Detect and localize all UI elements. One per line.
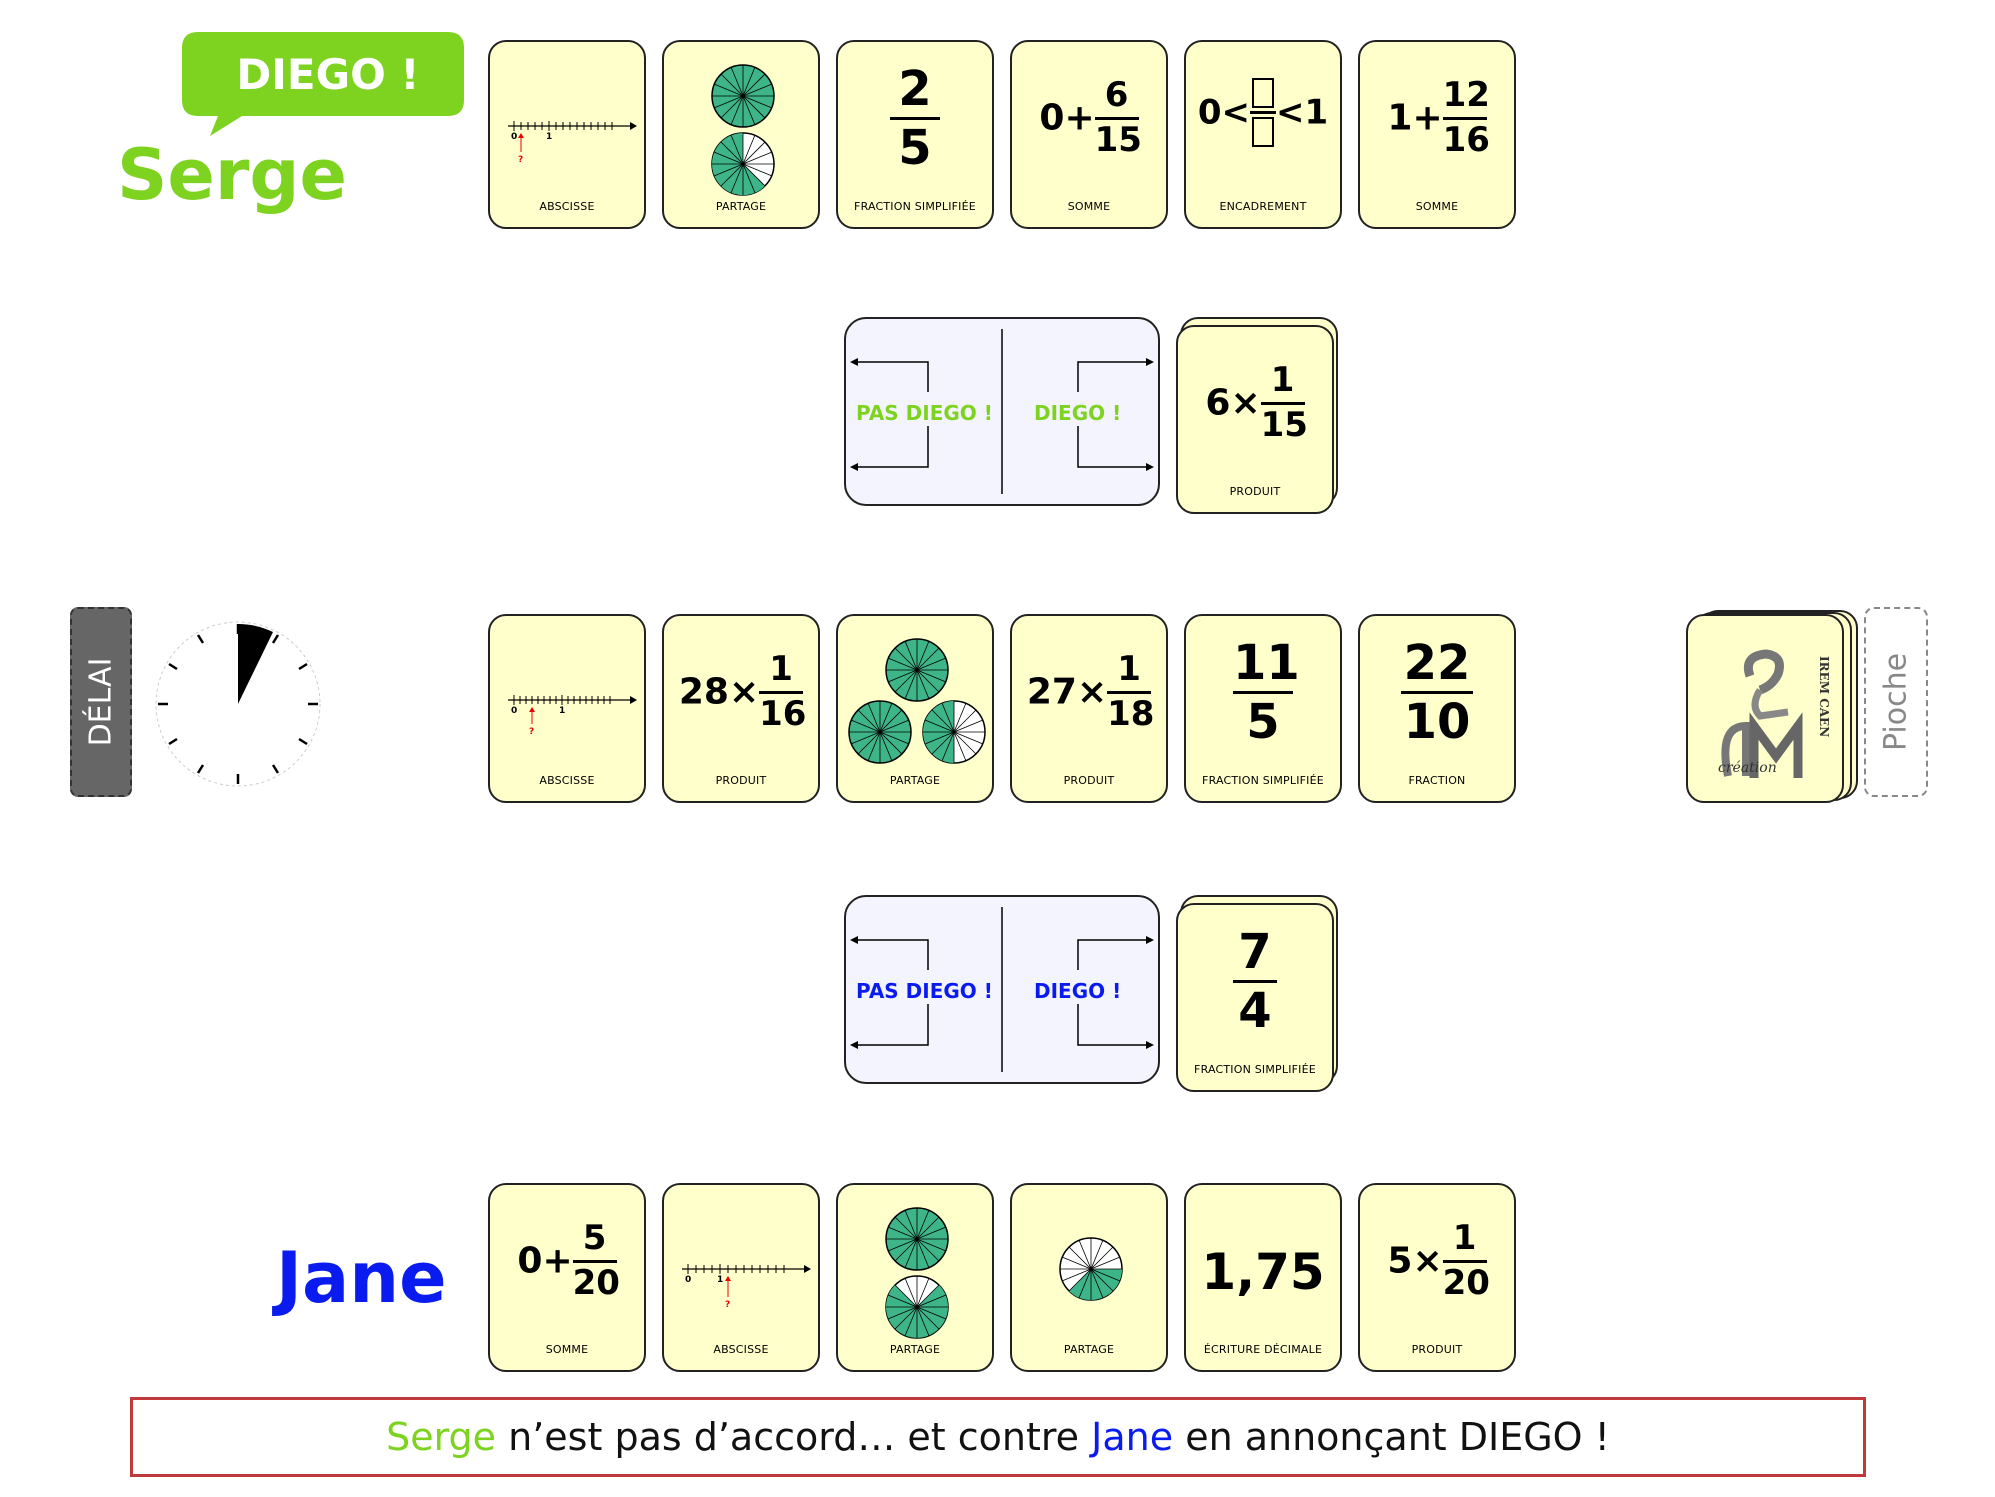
bubble-text: DIEGO ! bbox=[236, 50, 419, 99]
card-label: SOMME bbox=[1067, 200, 1111, 213]
card-label: PARTAGE bbox=[889, 774, 941, 787]
draw-pile[interactable]: création IREM CAEN bbox=[1686, 614, 1844, 803]
card-label: PRODUIT bbox=[1411, 1343, 1463, 1356]
bottom-choice-panel: PAS DIEGO ! DIEGO ! bbox=[844, 895, 1160, 1084]
pioche-button[interactable]: Pioche bbox=[1864, 607, 1928, 797]
card-label: PARTAGE bbox=[889, 1343, 941, 1356]
card-label: ENCADREMENT bbox=[1219, 200, 1307, 213]
card-abscisse[interactable]: 0 1 ? ABSCISSE bbox=[488, 40, 646, 229]
speech-bubble: DIEGO ! bbox=[182, 32, 464, 136]
status-message: Serge n’est pas d’accord… et contre Jane… bbox=[130, 1397, 1866, 1477]
svg-text:création: création bbox=[1718, 760, 1777, 776]
pie-diagram-icon bbox=[1059, 1237, 1123, 1301]
pie-diagram-icon bbox=[885, 1207, 949, 1339]
card-label: ABSCISSE bbox=[539, 774, 595, 787]
top-choice-panel: PAS DIEGO ! DIEGO ! bbox=[844, 317, 1160, 506]
card-label: FRACTION bbox=[1408, 774, 1466, 787]
svg-text:IREM CAEN: IREM CAEN bbox=[1817, 656, 1831, 737]
card-label: FRACTION SIMPLIFIÉE bbox=[854, 200, 976, 213]
card-ecriture-decimale[interactable]: 1,75 ÉCRITURE DÉCIMALE bbox=[1184, 1183, 1342, 1372]
card-partage[interactable]: PARTAGE bbox=[836, 1183, 994, 1372]
svg-text:1: 1 bbox=[717, 1275, 723, 1285]
card-label: PRODUIT bbox=[715, 774, 767, 787]
card-abscisse[interactable]: 0 1 ? ABSCISSE bbox=[488, 614, 646, 803]
expression: 0<<1 bbox=[1186, 78, 1340, 147]
diego-button[interactable]: DIEGO ! bbox=[1034, 979, 1122, 1003]
number-line-icon: 0 1 ? bbox=[508, 695, 637, 737]
svg-text:1: 1 bbox=[559, 706, 565, 716]
card-label: PARTAGE bbox=[715, 200, 767, 213]
axis-one: 1 bbox=[546, 132, 552, 142]
player-name-top: Serge bbox=[117, 134, 347, 216]
number-line-icon: 0 1 ? bbox=[682, 1264, 811, 1310]
axis-zero: 0 bbox=[511, 132, 517, 142]
diego-button[interactable]: DIEGO ! bbox=[1034, 401, 1122, 425]
pie-diagram-icon bbox=[711, 64, 775, 196]
fraction: 2 5 bbox=[838, 64, 992, 174]
card-partage[interactable]: PARTAGE bbox=[662, 40, 820, 229]
card-label: SOMME bbox=[1415, 200, 1459, 213]
card-label: SOMME bbox=[545, 1343, 589, 1356]
axis-question: ? bbox=[518, 155, 523, 165]
svg-text:0: 0 bbox=[685, 1275, 691, 1285]
irem-logo-icon: création IREM CAEN bbox=[1718, 649, 1831, 778]
card-label: PRODUIT bbox=[1229, 485, 1281, 498]
card-label: PARTAGE bbox=[1063, 1343, 1115, 1356]
svg-text:?: ? bbox=[725, 1300, 730, 1310]
card-label: FRACTION SIMPLIFIÉE bbox=[1194, 1063, 1316, 1076]
card-partage[interactable]: PARTAGE bbox=[836, 614, 994, 803]
card-label: ABSCISSE bbox=[539, 200, 595, 213]
number-line-icon: 0 1 ? bbox=[508, 121, 637, 165]
delay-button[interactable]: DÉLAI bbox=[70, 607, 132, 797]
choice-arrows-icon bbox=[850, 329, 1154, 494]
card-label: FRACTION SIMPLIFIÉE bbox=[1202, 774, 1324, 787]
card-label: ABSCISSE bbox=[713, 1343, 769, 1356]
timer-clock-icon bbox=[155, 621, 321, 787]
card-label: PRODUIT bbox=[1063, 774, 1115, 787]
card-fraction[interactable]: 2 5 FRACTION SIMPLIFIÉE bbox=[836, 40, 994, 229]
choice-arrows-icon bbox=[850, 907, 1154, 1072]
pas-diego-button[interactable]: PAS DIEGO ! bbox=[856, 979, 993, 1003]
pie-diagram-icon bbox=[848, 638, 986, 764]
card-abscisse[interactable]: 0 1 ? ABSCISSE bbox=[662, 1183, 820, 1372]
card-partage[interactable]: PARTAGE bbox=[1010, 1183, 1168, 1372]
svg-text:?: ? bbox=[529, 727, 534, 737]
player-name-bottom: Jane bbox=[276, 1237, 447, 1319]
svg-text:0: 0 bbox=[511, 706, 517, 716]
card-encadrement[interactable]: 0<<1 ENCADREMENT bbox=[1184, 40, 1342, 229]
card-label: ÉCRITURE DÉCIMALE bbox=[1203, 1343, 1323, 1356]
pas-diego-button[interactable]: PAS DIEGO ! bbox=[856, 401, 993, 425]
decimal-value: 1,75 bbox=[1201, 1243, 1325, 1301]
